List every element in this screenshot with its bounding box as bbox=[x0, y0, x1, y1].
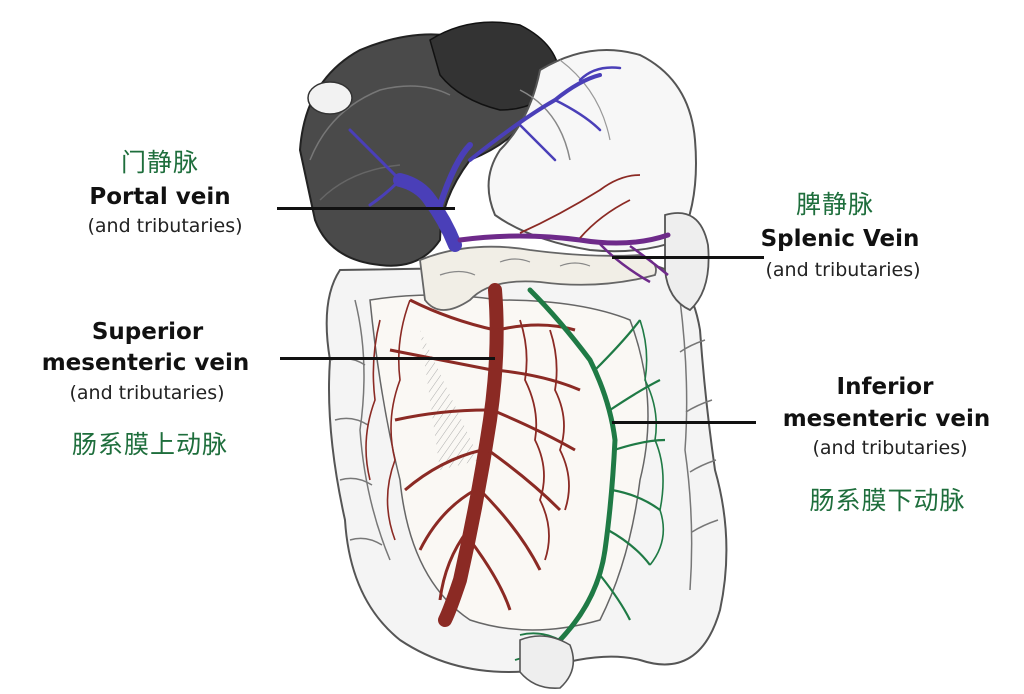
inferior-vein-label-line2: mesenteric vein bbox=[782, 406, 991, 432]
inferior-vein-leader bbox=[612, 421, 756, 424]
portal-vein-sub: (and tributaries) bbox=[87, 215, 243, 237]
mesentery bbox=[369, 294, 649, 631]
splenic-vein-zh-label: 脾静脉 bbox=[795, 190, 874, 219]
spleen bbox=[664, 212, 710, 312]
superior-mesenteric-vein bbox=[365, 283, 581, 627]
portal-vein-zh-label: 门静脉 bbox=[120, 148, 199, 177]
stomach bbox=[487, 49, 697, 253]
portal-vein bbox=[348, 66, 622, 252]
splenic-vein-label: Splenic Vein bbox=[760, 226, 920, 252]
portal-vein-label: Portal vein bbox=[89, 184, 231, 210]
inferior-vein-sub: (and tributaries) bbox=[812, 437, 968, 459]
superior-vein-label-line2: mesenteric vein bbox=[41, 350, 250, 376]
superior-vein-leader bbox=[280, 357, 495, 360]
splenic-vein-leader bbox=[612, 256, 764, 259]
superior-vein-label-line1: Superior bbox=[91, 319, 204, 345]
pancreas bbox=[419, 245, 657, 311]
portal-vein-leader bbox=[277, 207, 455, 210]
inferior-vein-label-line1: Inferior bbox=[836, 374, 934, 400]
splenic-vein bbox=[457, 174, 671, 284]
rectum bbox=[519, 635, 575, 689]
superior-vein-zh-label: 肠系膜上动脉 bbox=[71, 430, 228, 459]
superior-vein-sub: (and tributaries) bbox=[69, 382, 225, 404]
splenic-vein-sub: (and tributaries) bbox=[765, 259, 921, 281]
inferior-vein-zh-label: 肠系膜下动脉 bbox=[809, 486, 966, 515]
